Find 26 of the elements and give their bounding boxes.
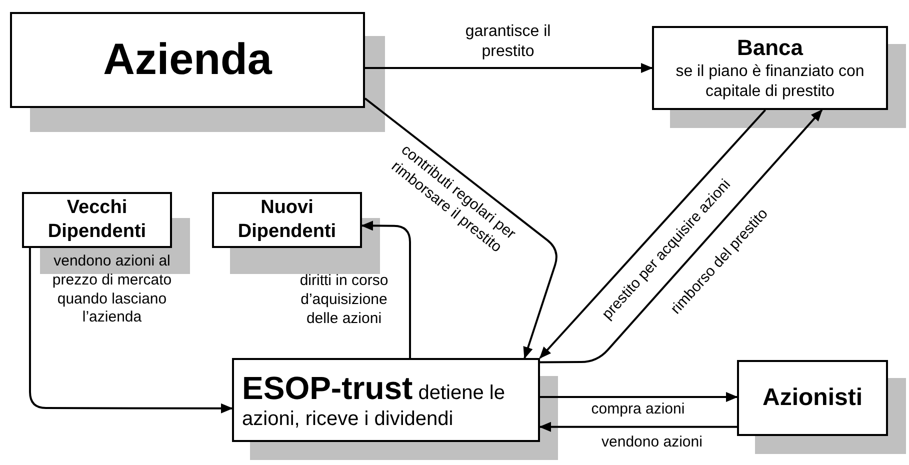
- arrow: [365, 63, 653, 73]
- arrow: [540, 109, 823, 364]
- text-box: [22, 192, 172, 248]
- node-title: Nuovi Dipendenti: [236, 196, 338, 244]
- arrow: [539, 109, 766, 359]
- arrow: [540, 392, 738, 402]
- text-box: [737, 360, 888, 436]
- node-text: se il piano è finanziato con capitale di prestito: [674, 62, 866, 102]
- node-title: Azienda: [103, 34, 272, 86]
- edge-label: diritti in corso d’aquisizione delle azioni: [298, 272, 390, 328]
- text-box: [652, 26, 888, 110]
- edge-label: vendono azioni al prezzo di mercato quando lasciano l’azienda: [51, 252, 173, 328]
- node-title: Vecchi Dipendenti: [46, 196, 148, 244]
- edge-label: compra azioni: [590, 400, 686, 420]
- node-title: Banca: [736, 34, 804, 62]
- text-box: [212, 192, 362, 248]
- arrow: [28, 248, 233, 414]
- node-title: ESOP-trust detiene le azioni, riceve i dividendi: [242, 368, 506, 432]
- text-box: [232, 358, 540, 442]
- arrow: [364, 98, 558, 359]
- text-box: [10, 12, 365, 108]
- arrow: [539, 422, 737, 432]
- node-title: Azionisti: [762, 383, 862, 413]
- edge-label: garantisce il prestito: [464, 22, 552, 62]
- arrow: [361, 220, 412, 358]
- edge-label: vendono azioni: [600, 434, 704, 452]
